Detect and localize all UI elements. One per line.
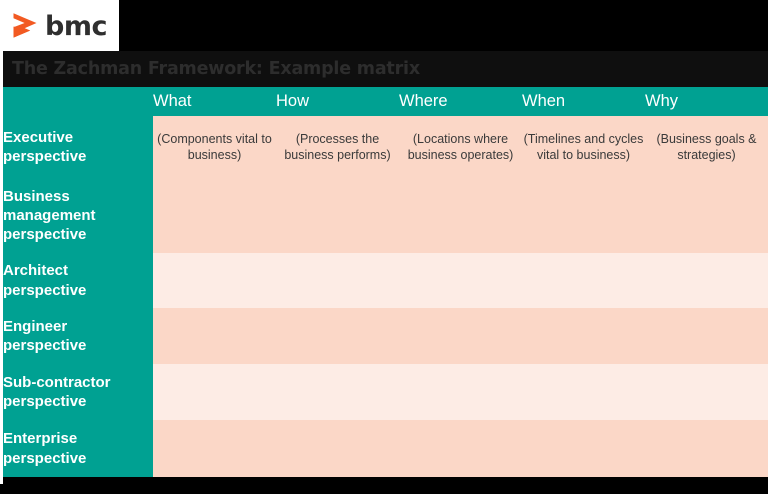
cell-executive-why: (Business goals & strategies) — [645, 116, 768, 178]
cell-sub-contractor-how — [276, 364, 399, 420]
cell-business-management-when — [522, 178, 645, 253]
row-header-architect-perspective: Architect perspective — [3, 253, 153, 308]
cell-architect-where — [399, 253, 522, 308]
bmc-logo: bmc — [0, 0, 119, 51]
cell-engineer-how — [276, 308, 399, 364]
cell-executive-what: (Components vital to business) — [153, 116, 276, 178]
cell-business-management-why — [645, 178, 768, 253]
cell-executive-how: (Processes the business performs) — [276, 116, 399, 178]
cell-engineer-what — [153, 308, 276, 364]
cell-enterprise-what — [153, 420, 276, 477]
cell-executive-where: (Locations where business operates) — [399, 116, 522, 178]
cell-enterprise-why — [645, 420, 768, 477]
cell-architect-how — [276, 253, 399, 308]
title-band: The Zachman Framework: Example matrix — [0, 51, 768, 87]
table-row: Executive perspective (Components vital … — [3, 116, 768, 178]
cell-sub-contractor-when — [522, 364, 645, 420]
cell-business-management-how — [276, 178, 399, 253]
row-header-engineer-perspective: Engineer perspective — [3, 308, 153, 364]
row-header-business-management-perspective: Business management perspective — [3, 178, 153, 253]
cell-enterprise-how — [276, 420, 399, 477]
zachman-matrix-table: What How Where When Why Executive perspe… — [3, 87, 768, 477]
cell-sub-contractor-why — [645, 364, 768, 420]
column-header-when: When — [522, 87, 645, 116]
cell-enterprise-where — [399, 420, 522, 477]
cell-executive-when: (Timelines and cycles vital to business) — [522, 116, 645, 178]
cell-business-management-what — [153, 178, 276, 253]
page-title: The Zachman Framework: Example matrix — [12, 59, 420, 79]
cell-engineer-when — [522, 308, 645, 364]
cell-architect-what — [153, 253, 276, 308]
matrix-corner-cell — [3, 87, 153, 116]
cell-enterprise-when — [522, 420, 645, 477]
table-row: Engineer perspective — [3, 308, 768, 364]
cell-sub-contractor-where — [399, 364, 522, 420]
zachman-matrix-container: What How Where When Why Executive perspe… — [0, 87, 768, 484]
cell-business-management-where — [399, 178, 522, 253]
table-row: Sub-contractor perspective — [3, 364, 768, 420]
bmc-wordmark: bmc — [45, 11, 107, 42]
column-header-where: Where — [399, 87, 522, 116]
table-row: Business management perspective — [3, 178, 768, 253]
cell-architect-when — [522, 253, 645, 308]
cell-engineer-why — [645, 308, 768, 364]
row-header-enterprise-perspective: Enterprise perspective — [3, 420, 153, 477]
table-row: Enterprise perspective — [3, 420, 768, 477]
column-header-what: What — [153, 87, 276, 116]
row-header-executive-perspective: Executive perspective — [3, 116, 153, 178]
cell-sub-contractor-what — [153, 364, 276, 420]
bmc-chevron-logo-icon — [13, 13, 37, 38]
cell-engineer-where — [399, 308, 522, 364]
row-header-sub-contractor-perspective: Sub-contractor perspective — [3, 364, 153, 420]
column-header-why: Why — [645, 87, 768, 116]
column-header-how: How — [276, 87, 399, 116]
table-row: Architect perspective — [3, 253, 768, 308]
cell-architect-why — [645, 253, 768, 308]
matrix-header-row: What How Where When Why — [3, 87, 768, 116]
logo-bar: bmc — [0, 0, 768, 51]
